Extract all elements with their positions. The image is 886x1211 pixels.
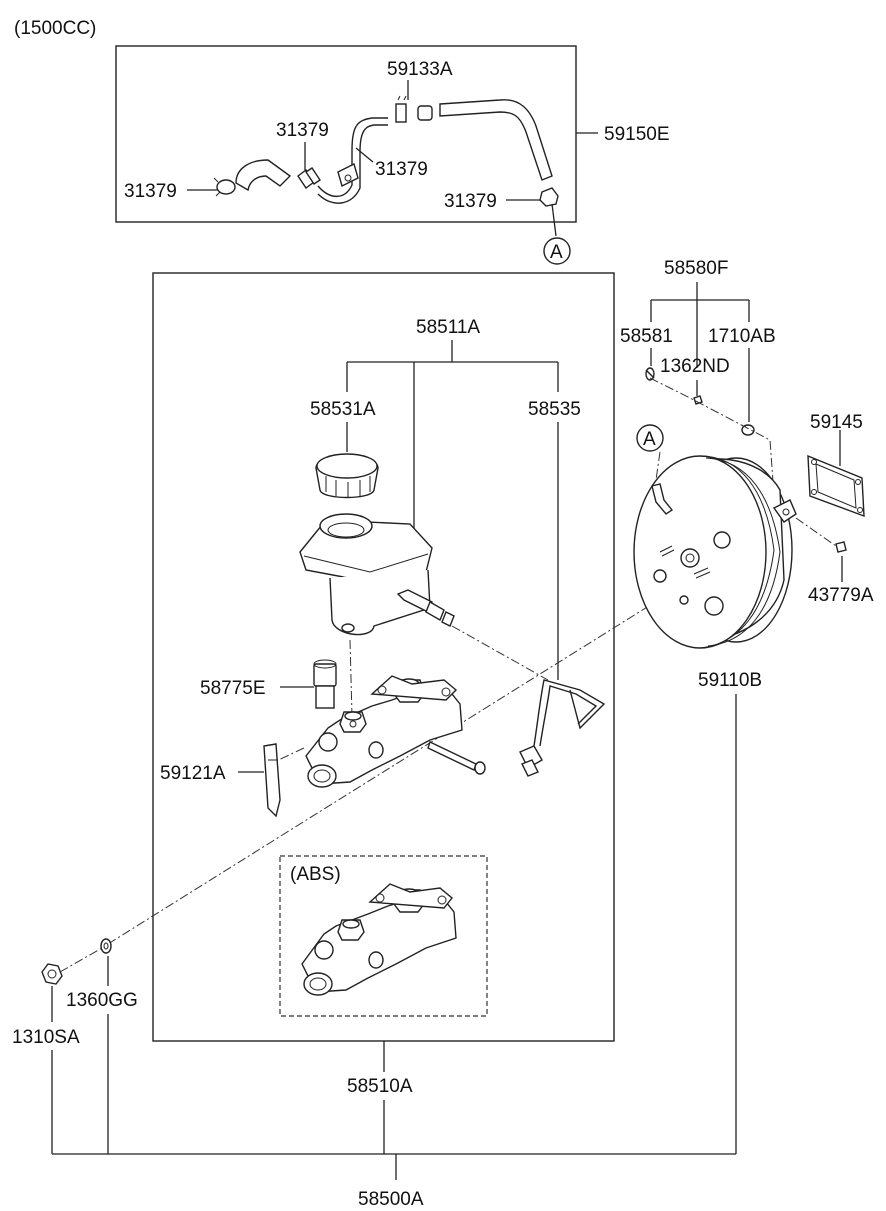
label-1360GG: 1360GG	[66, 990, 138, 1011]
check-valve-58581	[645, 367, 655, 381]
label-59145: 59145	[810, 412, 863, 433]
label-58511A: 58511A	[416, 317, 480, 338]
label-58775E: 58775E	[200, 678, 266, 699]
label-31379-right: 31379	[444, 191, 497, 212]
brake-booster-59110B	[633, 455, 797, 649]
reference-marker-a-top: A	[543, 237, 571, 265]
label-1362ND: 1362ND	[660, 356, 730, 377]
fluid-level-sensor-wire	[519, 679, 606, 777]
label-43779A: 43779A	[808, 585, 874, 606]
bracket-clip-59121A	[263, 743, 281, 818]
seal-1710AB	[741, 424, 755, 436]
label-58531A: 58531A	[310, 399, 376, 420]
hose-clamp-right	[539, 187, 559, 207]
mounting-bolt	[427, 741, 486, 775]
grommet-1362ND	[693, 395, 703, 405]
label-31379-left: 31379	[124, 181, 177, 202]
label-58500A: 58500A	[358, 1189, 424, 1210]
clevis-pin-43779A	[835, 541, 847, 553]
label-31379-upper: 31379	[276, 120, 329, 141]
hose-fitting-58775E	[313, 659, 337, 709]
label-1310SA: 1310SA	[12, 1027, 80, 1048]
reservoir-cap	[315, 453, 379, 499]
engine-note: (1500CC)	[14, 18, 96, 39]
brake-fluid-reservoir	[299, 513, 455, 636]
label-59110B: 59110B	[698, 670, 762, 691]
washer-1360GG	[100, 938, 112, 954]
svg-text:A: A	[643, 429, 656, 450]
label-58510A: 58510A	[347, 1076, 413, 1097]
hose-clamp-mid	[297, 167, 321, 190]
abs-note: (ABS)	[290, 864, 341, 885]
label-59150E: 59150E	[604, 124, 670, 145]
label-58535: 58535	[528, 399, 581, 420]
master-cylinder-body	[305, 675, 463, 788]
hose-clamp-left	[213, 177, 236, 197]
reference-marker-a-booster: A	[636, 424, 664, 452]
hose-connector	[417, 105, 433, 121]
booster-gasket-59145	[807, 454, 865, 518]
label-59133A: 59133A	[387, 59, 453, 80]
label-1710AB: 1710AB	[708, 326, 776, 347]
hose-clamp-upper	[395, 95, 407, 123]
label-58580F: 58580F	[664, 258, 728, 279]
svg-text:A: A	[550, 242, 563, 263]
label-58581: 58581	[620, 326, 673, 347]
label-59121A: 59121A	[160, 763, 226, 784]
nut-1310SA	[41, 963, 63, 985]
vacuum-hose-group-box	[115, 45, 577, 223]
vacuum-hose-assembly	[213, 95, 559, 207]
label-31379-mid: 31379	[375, 159, 428, 180]
abs-master-cylinder	[301, 883, 457, 996]
